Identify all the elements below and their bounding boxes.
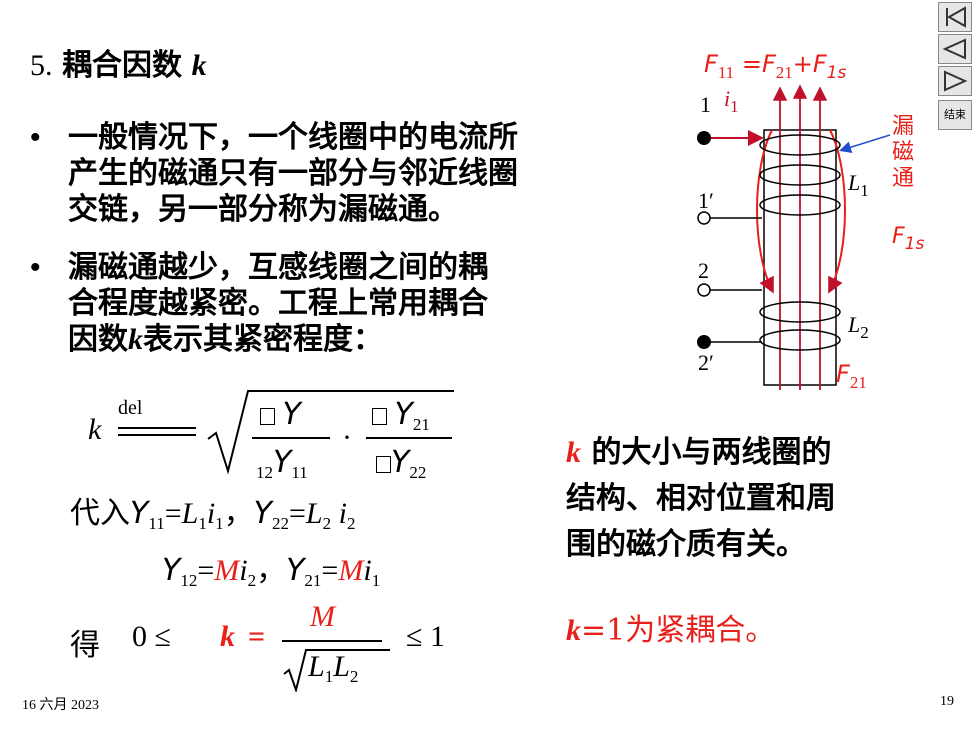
substitution-line-2: Y12=Mi2，Y21=Mi1 — [162, 553, 381, 590]
triangle-right-icon — [944, 70, 968, 92]
terminal-2: 2 — [698, 258, 709, 283]
definition-formula: k del Y 12Y11 · Y21 Y22 — [80, 385, 460, 482]
previous-slide-button[interactable] — [938, 34, 972, 64]
result-numerator: M — [310, 600, 335, 633]
triangle-left-icon — [942, 38, 966, 60]
heading-number: 5. — [30, 49, 53, 82]
footer-date: 16 六月 2023 — [22, 698, 99, 713]
first-slide-button[interactable] — [938, 2, 972, 32]
leak-flux-label: 漏 磁 通 — [892, 114, 915, 191]
next-slide-button[interactable] — [938, 66, 972, 96]
bullet-1-line-3: 交链，另一部分称为漏磁通。 — [68, 192, 458, 227]
f21-label: F21 — [836, 360, 867, 392]
coil-svg — [697, 84, 891, 390]
terminal-2-prime: 2′ — [698, 350, 714, 375]
current-label: i1 — [724, 86, 739, 116]
frac1-num: Y — [282, 397, 301, 432]
formula-dot: · — [342, 421, 352, 454]
frac2-den: Y — [391, 445, 410, 480]
bullet-2-line-1: 漏磁通越少，互感线圈之间的耦 — [68, 250, 488, 285]
formula-k: k — [88, 413, 102, 446]
result-k: k — [220, 620, 235, 653]
k-explanation: k 的大小与两线圈的 结构、相对位置和周 围的磁介质有关。 — [566, 435, 836, 562]
bullet-dot: • — [30, 121, 41, 154]
skip-back-icon — [946, 6, 966, 28]
frac1-den: Y — [273, 445, 292, 480]
heading-symbol: k — [191, 49, 207, 82]
bullet-dot: • — [30, 251, 41, 284]
frac2-num: Y — [394, 397, 413, 432]
coupled-coil-diagram: F11 =F21+F1s 1 i1 1′ 2 2′ L1 L2 漏 磁 通 F1… — [680, 50, 935, 410]
heading-text: 耦合因数 — [62, 48, 183, 83]
terminal-1: 1 — [700, 92, 711, 117]
sqrt-sign — [207, 390, 454, 475]
bullet-1-line-1: 一般情况下，一个线圈中的电流所 — [68, 120, 518, 155]
flux-equation: F11 =F21+F1s — [704, 50, 847, 83]
l2-label: L2 — [848, 312, 869, 342]
formula-del: del — [118, 397, 143, 419]
leak-flux-symbol: F1s — [892, 224, 925, 254]
l1-label: L1 — [848, 170, 869, 200]
bullet-1-line-2: 产生的磁通只有一部分与邻近线圈 — [68, 156, 518, 191]
slide-heading: 5. 耦合因数 k — [30, 40, 207, 84]
bullet-2-line-2: 合程度越紧密。工程上常用耦合 — [68, 286, 488, 321]
terminal-1-prime: 1′ — [698, 188, 714, 213]
tight-coupling-note: k=1为紧耦合。 — [566, 613, 776, 648]
bullet-2-line-3: 因数k表示其紧密程度： — [68, 322, 383, 357]
substitution-line-1: 代入Y11=L1i1，Y22=L2 i2 — [70, 496, 356, 533]
page-number: 19 — [940, 694, 954, 709]
result-formula: 得 0 ≤ k = M L1L2 ≤ 1 — [70, 600, 490, 695]
end-show-button[interactable]: 结束 — [938, 100, 972, 130]
